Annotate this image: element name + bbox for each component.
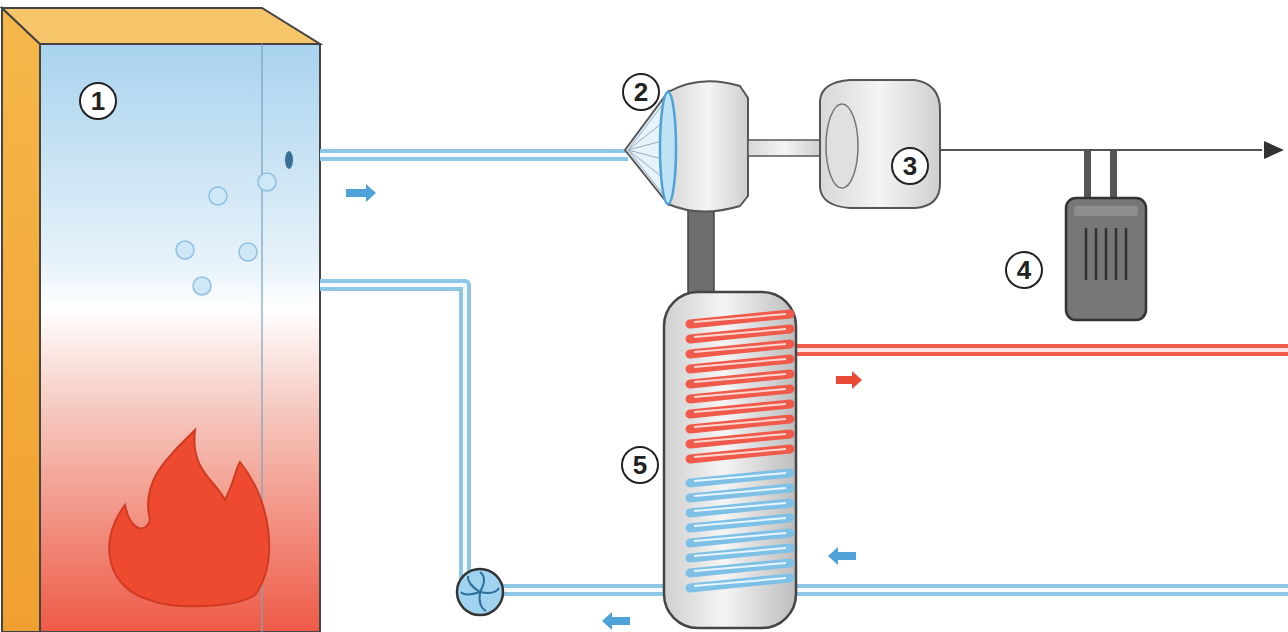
coil-winding xyxy=(690,314,790,324)
callout-number: 5 xyxy=(633,452,647,478)
callout-number: 1 xyxy=(91,88,105,114)
callout-circle: 3 xyxy=(891,147,929,185)
coil-highlight xyxy=(694,449,786,457)
coil-highlight xyxy=(694,359,786,367)
coil-highlight xyxy=(694,389,786,397)
callout-circle: 1 xyxy=(79,82,117,120)
coil-highlight xyxy=(694,329,786,337)
boiler xyxy=(2,8,320,632)
callout-number: 4 xyxy=(1017,257,1031,283)
coil-winding xyxy=(690,533,790,543)
coil-highlight xyxy=(694,434,786,442)
callout-number: 2 xyxy=(634,79,648,105)
coil-winding xyxy=(690,449,790,459)
flow-arrows xyxy=(346,184,862,630)
coil-winding xyxy=(690,548,790,558)
coil-highlight xyxy=(694,314,786,322)
coil-highlight xyxy=(694,419,786,427)
coil-highlight xyxy=(694,518,786,526)
coil-winding xyxy=(690,419,790,429)
callout-circle: 2 xyxy=(622,73,660,111)
coil-highlight xyxy=(694,548,786,556)
coil-winding xyxy=(690,329,790,339)
coil-winding xyxy=(690,503,790,513)
coil-winding xyxy=(690,578,790,588)
generator xyxy=(820,80,1284,208)
coil-highlight xyxy=(694,344,786,352)
heat-exchanger xyxy=(664,292,796,628)
coil-winding xyxy=(690,488,790,498)
coil-winding xyxy=(690,434,790,444)
coil-winding xyxy=(690,374,790,384)
coil-highlight xyxy=(694,473,786,481)
coil-highlight xyxy=(694,374,786,382)
coil-winding xyxy=(690,389,790,399)
coil-winding xyxy=(690,518,790,528)
coil-highlight xyxy=(694,488,786,496)
coil-highlight xyxy=(694,563,786,571)
battery xyxy=(1066,150,1146,320)
callout-number: 3 xyxy=(903,153,917,179)
coil-highlight xyxy=(694,503,786,511)
callout-circle: 5 xyxy=(621,446,659,484)
callout-circle: 4 xyxy=(1005,251,1043,289)
coil-highlight xyxy=(694,404,786,412)
coil-highlight xyxy=(694,533,786,541)
coil-highlight xyxy=(694,578,786,586)
coil-winding xyxy=(690,344,790,354)
coil-winding xyxy=(690,473,790,483)
pump xyxy=(457,569,503,615)
pipes xyxy=(320,155,1288,590)
coil-winding xyxy=(690,359,790,369)
coil-winding xyxy=(690,563,790,573)
coil-winding xyxy=(690,404,790,414)
